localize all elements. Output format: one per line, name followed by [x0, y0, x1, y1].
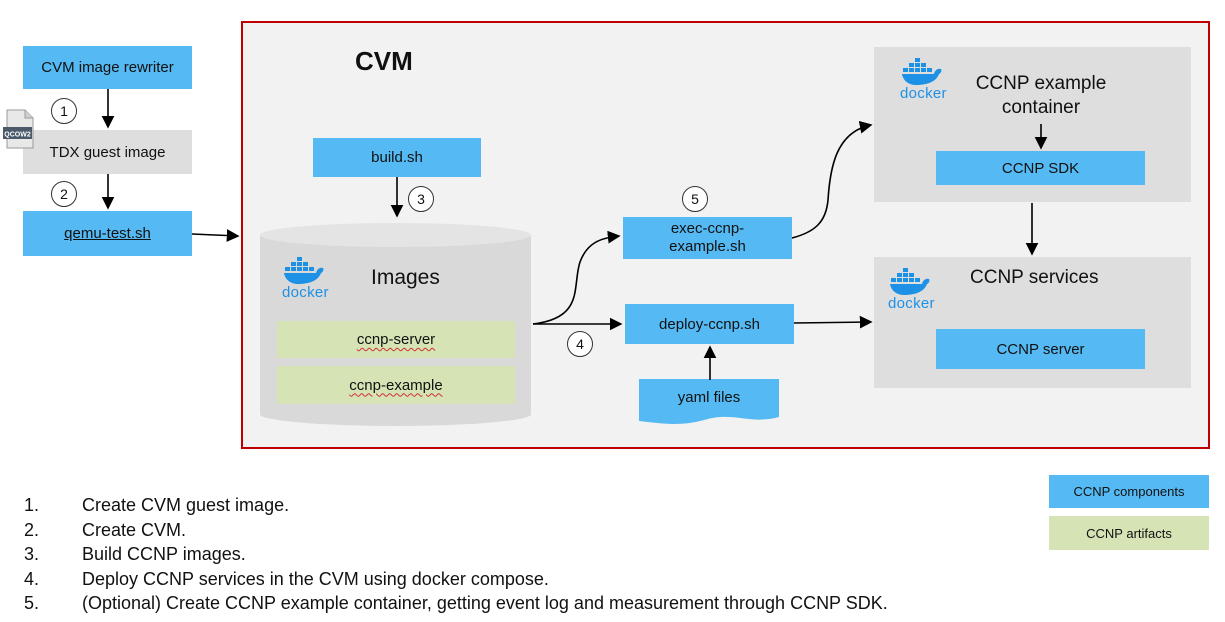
ccnp-example-image-box: ccnp-example	[277, 366, 515, 404]
step-item: 5.(Optional) Create CCNP example contain…	[24, 593, 888, 613]
ccnp-sdk-box: CCNP SDK	[936, 151, 1145, 185]
ccnp-server-image-label: ccnp-server	[356, 331, 436, 348]
legend-artifacts: CCNP artifacts	[1049, 516, 1209, 550]
cvm-image-rewriter-box: CVM image rewriter	[23, 46, 192, 89]
tdx-guest-image-box: TDX guest image	[23, 130, 192, 174]
arrow-deploy-to-services	[793, 315, 873, 329]
docker-logo-images: docker	[282, 255, 329, 300]
images-title: Images	[371, 266, 440, 289]
ccnp-example-container-title: CCNP example container	[975, 73, 1107, 118]
step-item: 3.Build CCNP images.	[24, 544, 246, 564]
docker-whale-icon	[890, 268, 930, 295]
docker-whale-icon	[902, 58, 942, 85]
step-item: 4.Deploy CCNP services in the CVM using …	[24, 568, 549, 589]
step-item: 1.Create CVM guest image.	[24, 495, 290, 515]
steps-list: 1.Create CVM guest image. 2.Create CVM. …	[24, 493, 888, 616]
exec-ccnp-example-box: exec-ccnp- example.sh	[623, 217, 792, 259]
step-marker-2: 2	[51, 181, 77, 207]
docker-whale-icon	[284, 257, 324, 284]
docker-logo-example: docker	[900, 56, 947, 101]
yaml-files-document	[639, 379, 779, 427]
step-marker-5: 5	[682, 186, 708, 212]
qcow2-file-icon: QCOW2	[3, 108, 36, 150]
ccnp-services-title: CCNP services	[970, 267, 1099, 288]
docker-wordmark: docker	[888, 295, 935, 312]
qemu-test-label: qemu-test.sh	[64, 225, 151, 242]
arrow-exec-to-example	[791, 120, 873, 239]
yaml-files-label: yaml files	[677, 389, 741, 406]
legend-components: CCNP components	[1049, 475, 1209, 508]
docker-wordmark: docker	[282, 284, 329, 301]
cvm-title: CVM	[355, 46, 413, 76]
arrow-images-to-exec	[532, 230, 621, 325]
qemu-test-box: qemu-test.sh	[23, 211, 192, 256]
docker-wordmark: docker	[900, 85, 947, 102]
step-marker-1: 1	[51, 98, 77, 124]
deploy-ccnp-box: deploy-ccnp.sh	[625, 304, 794, 344]
build-sh-box: build.sh	[313, 138, 481, 177]
docker-logo-services: docker	[888, 266, 935, 311]
step-item: 2.Create CVM.	[24, 519, 187, 540]
qcow2-label: QCOW2	[4, 132, 31, 139]
ccnp-server-box: CCNP server	[936, 329, 1145, 369]
ccnp-example-image-label: ccnp-example	[349, 376, 443, 394]
step-marker-4: 4	[567, 331, 593, 357]
ccnp-server-image-box: ccnp-server	[277, 321, 515, 358]
step-marker-3: 3	[408, 186, 434, 212]
arrow-qemu-to-cvm	[191, 229, 240, 242]
